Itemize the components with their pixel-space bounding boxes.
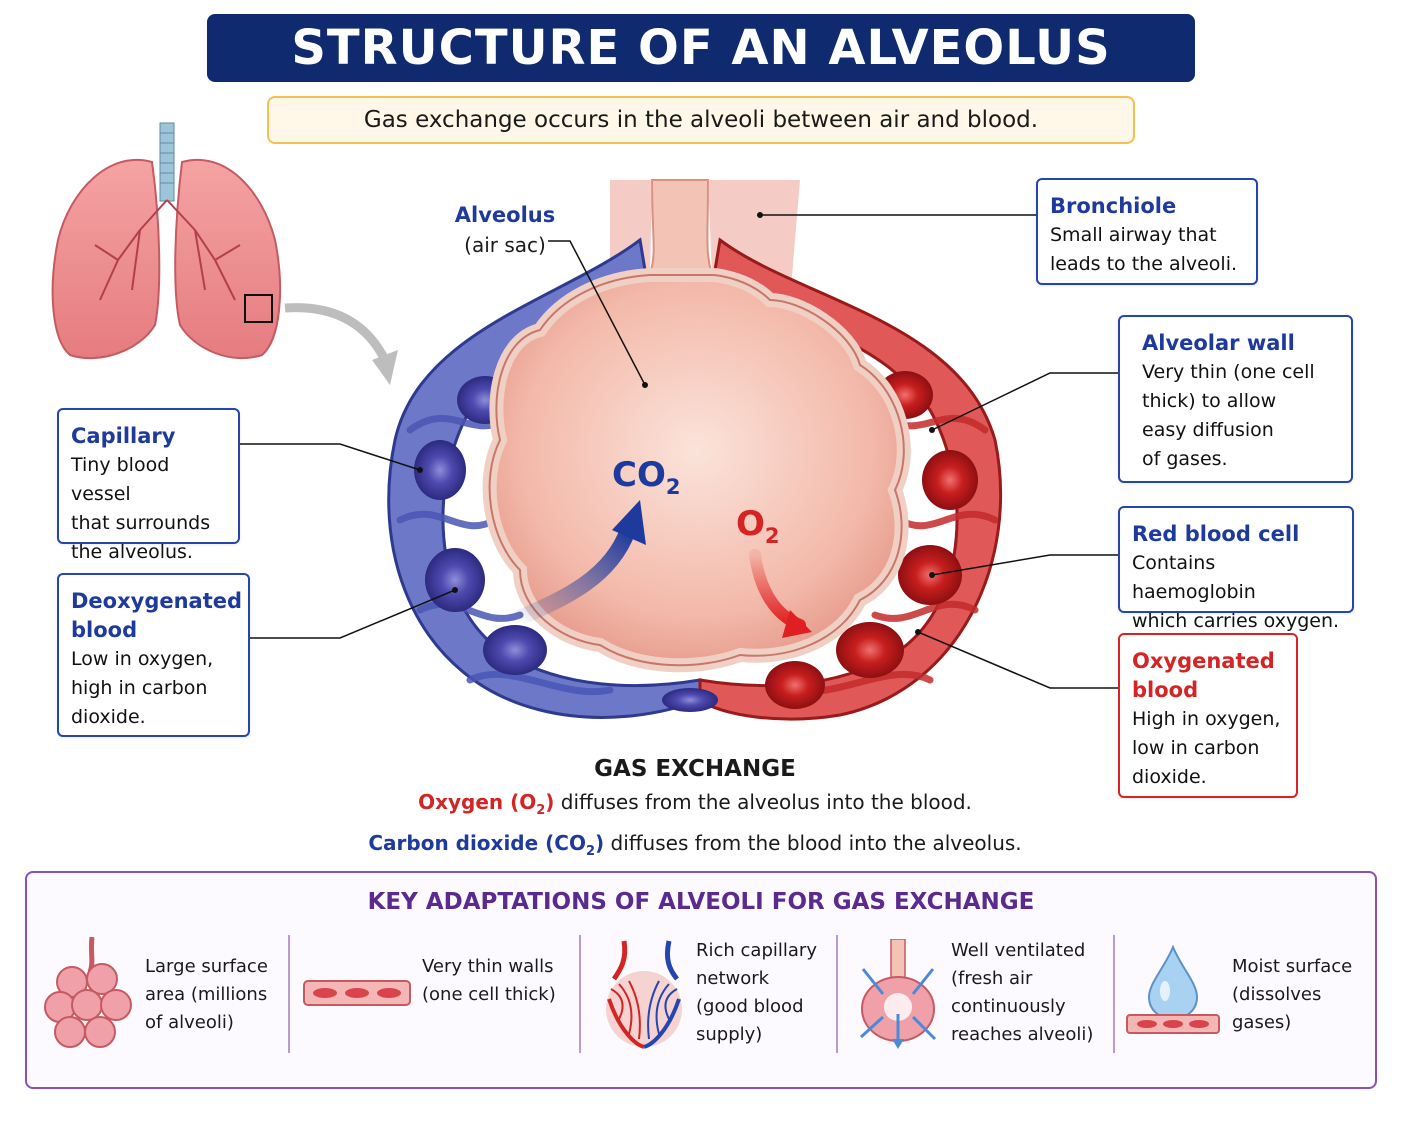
adaptation-item: Large surface area (millions of alveoli)	[145, 956, 268, 1033]
oxygen-diffusion-line: Oxygen (O2) diffuses from the alveolus i…	[418, 790, 972, 818]
key-adaptations-panel: KEY ADAPTATIONS OF ALVEOLI FOR GAS EXCHA…	[25, 871, 1377, 1089]
adaptations-title: KEY ADAPTATIONS OF ALVEOLI FOR GAS EXCHA…	[367, 889, 1035, 915]
ventilation-icon	[859, 939, 937, 1049]
gas-exchange-title: GAS EXCHANGE	[594, 756, 796, 782]
page-title: STRUCTURE OF AN ALVEOLUS	[291, 20, 1111, 76]
co2-label: CO2	[612, 455, 681, 499]
bronchiole-tube	[648, 179, 714, 276]
deoxygenated-blood-box: Deoxygenated blood Low in oxygen, high i…	[57, 573, 250, 737]
lungs-icon	[51, 122, 282, 360]
adaptation-item: Very thin walls (one cell thick)	[422, 956, 556, 1005]
co2-diffusion-line: Carbon dioxide (CO2) diffuses from the b…	[368, 831, 1022, 859]
alveolar-wall-box: Alveolar wall Very thin (one cell thick)…	[1118, 315, 1353, 483]
gas-exchange-section: GAS EXCHANGE Oxygen (O2) diffuses from t…	[300, 756, 1090, 868]
adaptation-item: Well ventilated (fresh air continuously …	[951, 940, 1094, 1045]
water-drop-icon	[1126, 945, 1220, 1034]
title-banner: STRUCTURE OF AN ALVEOLUS	[207, 14, 1195, 82]
o2-label: O2	[736, 504, 780, 548]
oxygenated-blood-box: Oxygenated blood High in oxygen, low in …	[1118, 633, 1298, 798]
alveoli-cluster-icon	[44, 937, 132, 1048]
red-blood-cell-box: Red blood cell Contains haemoglobin whic…	[1118, 506, 1354, 632]
subtitle-box: Gas exchange occurs in the alveoli betwe…	[267, 96, 1135, 144]
thin-wall-icon	[303, 980, 411, 1006]
subtitle-text: Gas exchange occurs in the alveoli betwe…	[363, 107, 1039, 133]
divider	[1113, 935, 1115, 1053]
divider	[579, 935, 581, 1053]
co2-diffusion-arrow	[507, 522, 636, 628]
capillary-box: Capillary Tiny blood vessel that surroun…	[57, 408, 240, 563]
zoom-arrow	[284, 303, 390, 363]
adaptation-item: Moist surface (dissolves gases)	[1232, 956, 1353, 1033]
divider	[836, 935, 838, 1053]
bronchiole-box: Bronchiole Small airway that leads to th…	[1036, 178, 1258, 285]
adaptation-item: Rich capillary network (good blood suppl…	[696, 940, 817, 1045]
alveolus-label: Alveolus (air sac)	[454, 203, 556, 257]
divider	[288, 935, 290, 1053]
capillary-network-icon	[606, 940, 682, 1049]
